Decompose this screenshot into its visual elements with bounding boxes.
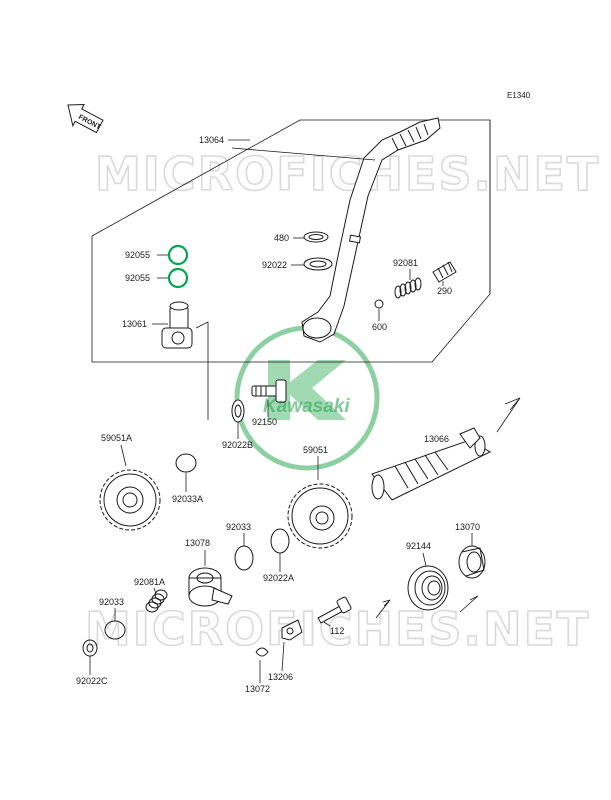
ratchet-13078 — [188, 567, 233, 607]
part-label-480: 480 — [274, 233, 289, 243]
guide-13070 — [458, 545, 486, 579]
bolt-112 — [317, 596, 352, 624]
gear-59051 — [287, 483, 353, 549]
washer-480 — [303, 231, 329, 243]
part-label-92022c: 92022C — [76, 676, 108, 686]
part-label-92033: 92033 — [226, 522, 251, 532]
part-label-59051a: 59051A — [101, 433, 132, 443]
part-label-92022b: 92022B — [222, 440, 253, 450]
part-label-92055-top: 92055 — [125, 250, 150, 260]
part-label-13070: 13070 — [455, 522, 480, 532]
return-spring-92144 — [407, 565, 449, 611]
gear-59051a — [99, 469, 161, 531]
kick-pedal-assembly-box — [91, 119, 491, 363]
part-label-92150: 92150 — [252, 417, 277, 427]
part-label-112: 112 — [330, 626, 344, 636]
ball-600 — [374, 299, 384, 309]
part-label-13061: 13061 — [122, 319, 147, 329]
part-label-13066: 13066 — [424, 434, 449, 444]
spring-pin-290 — [432, 261, 457, 283]
spring-92081a — [145, 589, 168, 613]
circlip-92033 — [234, 545, 254, 571]
part-label-92033a: 92033A — [172, 494, 203, 504]
washer-92022 — [303, 257, 333, 271]
diagram-code: E1340 — [507, 91, 531, 100]
pawl-13206 — [281, 619, 303, 641]
part-label-59051: 59051 — [303, 445, 328, 455]
spring-92081 — [394, 277, 422, 299]
part-label-92081: 92081 — [393, 258, 418, 268]
part-label-13078: 13078 — [185, 538, 210, 548]
part-label-92022a: 92022A — [263, 573, 294, 583]
part-label-92144: 92144 — [406, 541, 431, 551]
kick-pedal-arm — [301, 117, 441, 343]
o-ring-bottom — [167, 267, 189, 289]
washer-92022a — [270, 528, 290, 554]
front-arrow-icon: FRONT — [67, 103, 104, 134]
part-label-92081a: 92081A — [134, 577, 165, 587]
bolt-92150 — [251, 379, 287, 403]
part-label-290: 290 — [437, 286, 452, 296]
part-label-13206: 13206 — [268, 672, 293, 682]
watermark-top: MICROFICHES.NET — [95, 147, 600, 201]
part-label-92055-bottom: 92055 — [125, 273, 150, 283]
kick-shaft-13066 — [371, 427, 492, 501]
part-label-92022: 92022 — [262, 260, 287, 270]
circlip-92033a — [175, 453, 197, 473]
washer-92022b — [231, 399, 245, 423]
o-ring-top — [167, 244, 189, 266]
part-label-13064: 13064 — [199, 135, 224, 145]
part-label-13072: 13072 — [245, 684, 270, 694]
part-label-92033-lower: 92033 — [99, 597, 124, 607]
part-label-600: 600 — [372, 322, 387, 332]
clip-13072 — [255, 647, 269, 657]
kick-pedal-boss — [161, 301, 193, 349]
